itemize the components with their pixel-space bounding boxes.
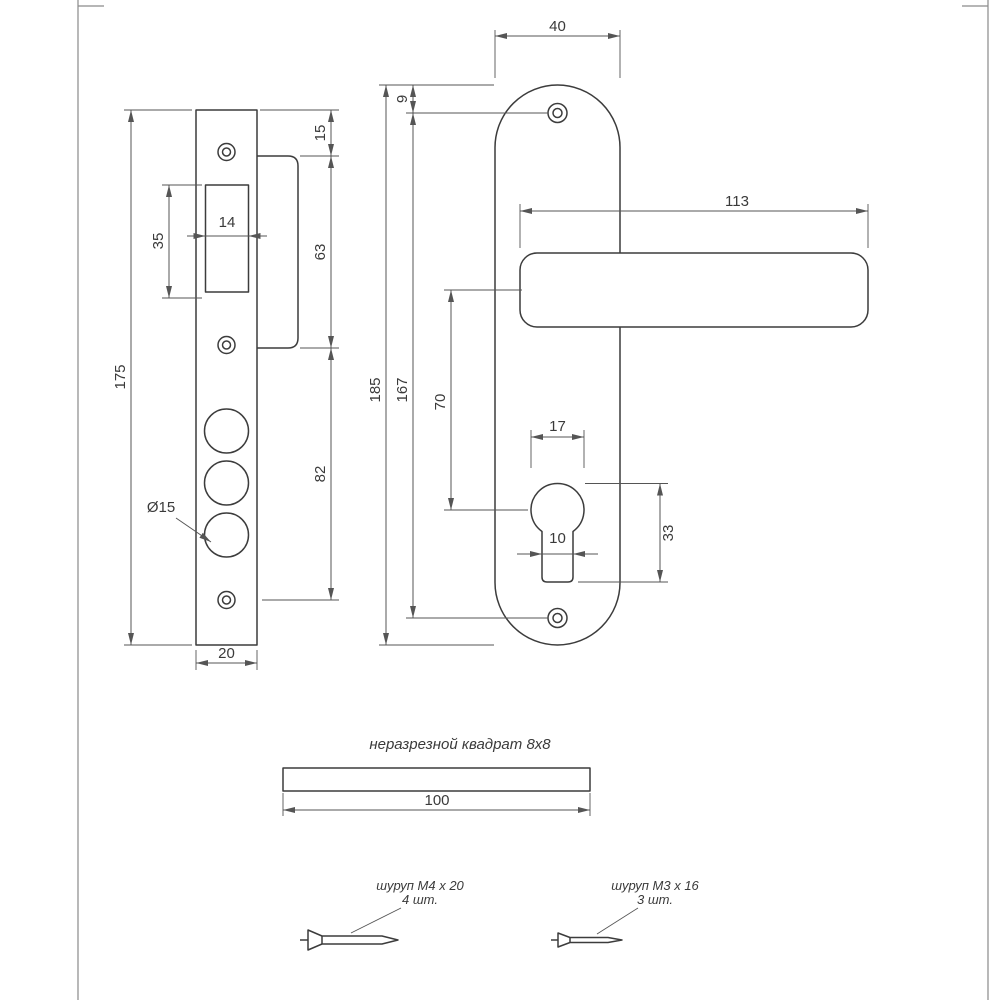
dim-label-handle-to-key: 70: [432, 394, 449, 411]
dim-chain-right: 15 63 82: [260, 109, 339, 601]
dim-label-plate-height: 185: [367, 377, 384, 402]
spindle-bar: [282, 767, 591, 792]
dim-cutout-width: 14: [187, 214, 267, 239]
faceplate-view: 175 35 14 20 Ø15: [112, 109, 339, 670]
screw-hole-inner: [221, 595, 232, 605]
dim-label-key-slot: 10: [549, 530, 566, 547]
dim-label-key-height: 33: [660, 525, 677, 542]
screw-hole-outer: [217, 142, 236, 162]
spindle-caption: неразрезной квадрат 8x8: [369, 736, 551, 753]
euro-cylinder-keyhole: [530, 482, 585, 583]
screw-hole-top: [217, 142, 236, 162]
screw-hole-inner: [552, 612, 563, 624]
dim-label-screw-span: 167: [394, 377, 411, 402]
dim-label-key-circle: 17: [549, 418, 566, 435]
dim-key-circle: 17: [530, 418, 585, 468]
screw-hole-inner: [552, 107, 563, 119]
screw-hole-inner: [221, 340, 232, 350]
screw-hole-outer: [217, 335, 236, 355]
dim-label-screw-offset: 9: [394, 95, 411, 103]
dim-label-spindle-length: 100: [424, 792, 449, 809]
dim-key-height: 33: [578, 483, 677, 583]
dim-screw-offsets: 9 167: [394, 85, 548, 619]
screw-m3-drawing: [557, 932, 623, 948]
dim-hole-diameter: Ø15: [147, 499, 212, 543]
dim-label-cutout-width: 14: [219, 214, 236, 231]
handle-plate-view: 40 113 185 9 167: [367, 18, 869, 646]
screw-m4-qty: 4 шт.: [402, 892, 438, 907]
screw-m3-qty: 3 шт.: [637, 892, 673, 907]
handle-lever: [519, 252, 869, 328]
screw-hole-outer: [217, 590, 236, 610]
screw-hole-inner: [221, 147, 232, 157]
dim-label-handle-length: 113: [725, 193, 749, 210]
screw-hole-middle: [217, 335, 236, 355]
dim-label-faceplate-width: 20: [218, 645, 235, 662]
dim-plate-height: 185: [367, 84, 494, 646]
leader-line: [596, 907, 639, 935]
dim-label-hole-diameter: Ø15: [147, 499, 175, 516]
dim-label-plate-width: 40: [549, 18, 566, 35]
dim-label-faceplate-height: 175: [112, 364, 129, 389]
dim-handle-length: 113: [519, 193, 869, 248]
dim-label-chain-mid: 63: [312, 244, 329, 261]
dim-plate-width: 40: [494, 18, 621, 78]
dim-label-chain-top: 15: [312, 125, 329, 142]
bolt-hole-1: [203, 408, 250, 454]
screw-hole-bottom: [217, 590, 236, 610]
dim-key-slot: 10: [517, 530, 598, 557]
screw-m3-label: шуруп М3 х 16: [611, 878, 699, 893]
screw-m4-drawing: [307, 929, 399, 951]
dim-faceplate-width: 20: [195, 645, 258, 670]
latch-protrusion: [257, 155, 299, 349]
screw-m3: шуруп М3 х 16 3 шт.: [551, 878, 700, 948]
leader-line: [175, 517, 212, 543]
plate-outline: [494, 84, 621, 646]
dim-handle-to-key: 70: [432, 289, 528, 511]
dim-faceplate-height: 175: [112, 109, 192, 646]
spindle-view: неразрезной квадрат 8x8 100: [282, 736, 591, 816]
dim-cutout-height: 35: [150, 184, 202, 299]
dim-label-chain-bottom: 82: [312, 466, 329, 483]
dim-label-cutout-height: 35: [150, 233, 167, 250]
screw-m4: шуруп М4 х 20 4 шт.: [300, 878, 465, 951]
bolt-hole-2: [203, 460, 250, 506]
screw-m4-label: шуруп М4 х 20: [376, 878, 464, 893]
sheet-border: [77, 0, 989, 1000]
screws-view: шуруп М4 х 20 4 шт. шуруп М3 х 16 3 шт.: [300, 878, 700, 951]
leader-line: [350, 907, 402, 934]
